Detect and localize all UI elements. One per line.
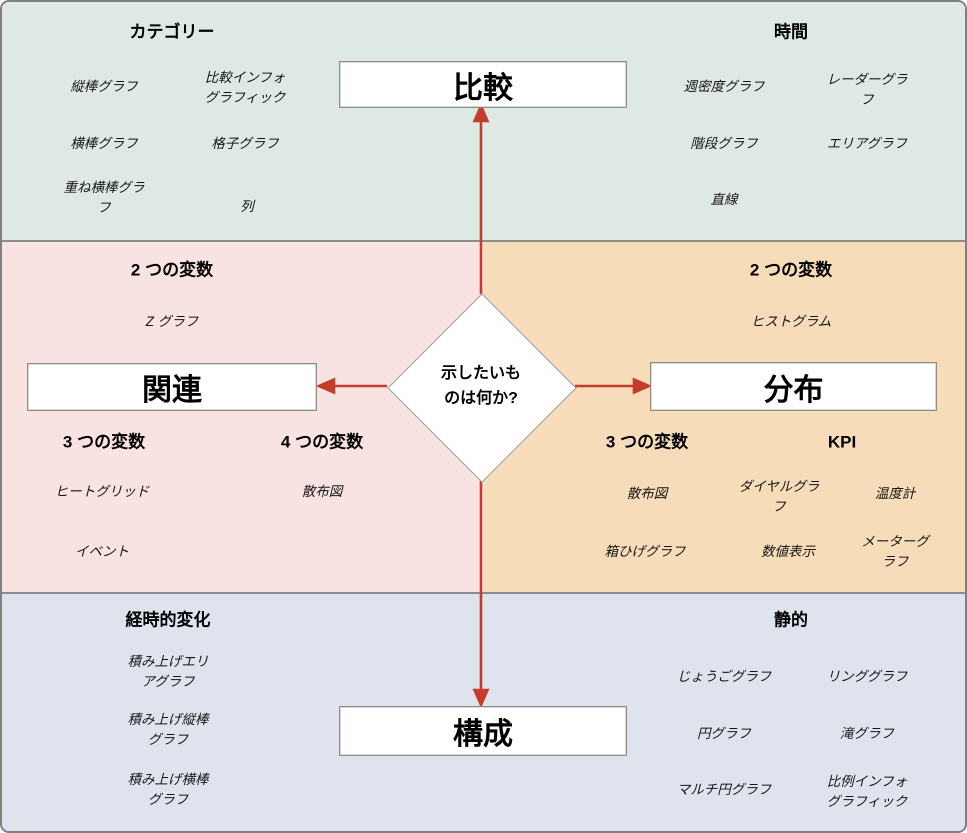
heading-static: 静的 [774,610,808,630]
heading-three-variables-left: 3 つの変数 [62,432,146,452]
comparison-node-label: 比較 [453,71,513,105]
item-column: 列 [240,198,254,214]
distribution-node-label: 分布 [763,373,824,407]
composition-node-label: 構成 [453,718,513,751]
item-line: 直線 [710,191,738,207]
item-scatter-plot-left: 散布図 [301,483,343,499]
item-number-display: 数値表示 [761,543,815,559]
item-dial-chart: ダイヤルグラ フ [738,478,820,514]
heading-three-variables-right: 3 つの変数 [605,432,689,452]
relationship-quadrant [2,242,484,592]
item-waterfall-chart: 滝グラフ [840,725,894,741]
item-z-chart: Z グラフ [145,313,199,329]
relationship-node: 関連 [27,363,317,411]
distribution-quadrant [484,242,965,592]
item-stacked-column-chart: 積み上げ縦棒 グラフ [127,711,209,747]
item-vertical-bar-chart: 縦棒グラフ [70,78,138,94]
heading-change-over-time: 経時的変化 [125,610,211,630]
item-proportional-infographic: 比例インフォ グラフィック [826,773,908,809]
item-overlapped-bar-chart: 重ね横棒グラ フ [63,179,145,215]
item-pie-chart: 円グラフ [697,725,751,741]
heading-two-variables-right: 2 つの変数 [749,260,833,280]
item-box-plot: 箱ひげグラフ [604,543,686,559]
item-event: イベント [75,543,129,559]
item-funnel-chart: じょうごグラフ [676,668,772,684]
middle-quadrants [2,242,965,592]
heading-kpi: KPI [827,432,857,452]
heading-category: カテゴリー [129,22,215,42]
item-ring-chart: リンググラフ [826,668,908,684]
composition-node: 構成 [339,706,627,756]
comparison-node: 比較 [339,61,627,108]
item-scatter-plot-right: 散布図 [626,485,668,501]
item-horizontal-bar-chart: 横棒グラフ [70,135,138,151]
item-heat-grid: ヒートグリッド [54,483,150,499]
distribution-node: 分布 [650,362,937,411]
item-stacked-bar-chart: 積み上げ横棒 グラフ [127,771,209,807]
item-stacked-area-chart: 積み上げエリ アグラフ [127,653,209,689]
item-step-chart: 階段グラフ [690,135,758,151]
decision-question: 示したいも のは何か? [440,365,522,407]
item-circular-density-chart: 週密度グラフ [683,78,765,94]
item-area-chart: エリアグラフ [826,135,908,151]
item-comparison-infographic: 比較インフォ グラフィック [204,69,286,105]
heading-two-variables-left: 2 つの変数 [130,260,214,280]
item-thermometer: 温度計 [874,485,916,501]
item-multi-pie-chart: マルチ円グラフ [676,781,772,797]
item-radar-chart: レーダーグラ フ [826,71,908,107]
heading-time: 時間 [774,22,808,42]
item-trellis-chart: 格子グラフ [211,135,279,151]
item-meter-chart: メーターグラフ [861,533,929,569]
relationship-node-label: 関連 [142,374,202,407]
heading-four-variables: 4 つの変数 [280,432,364,452]
item-histogram: ヒストグラム [750,313,832,329]
